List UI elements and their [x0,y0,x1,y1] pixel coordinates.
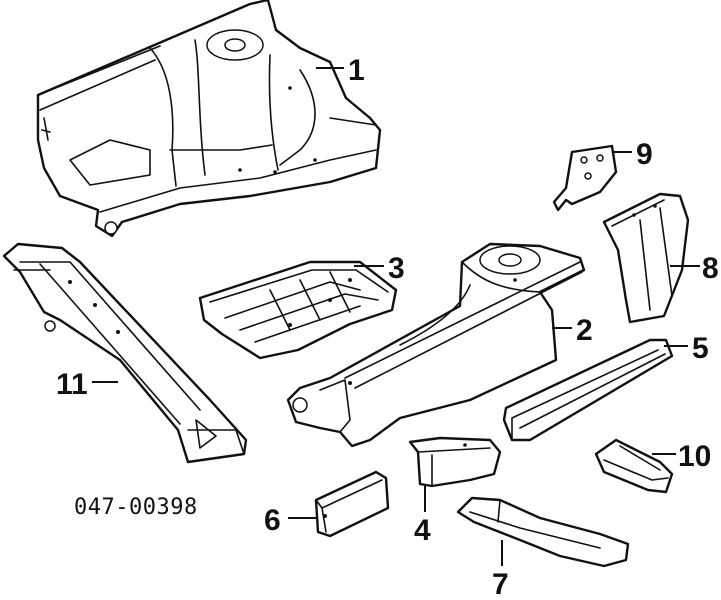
callout-2: 2 [576,314,593,347]
callout-1: 1 [348,54,365,87]
callout-4: 4 [414,514,431,547]
part-1-apron-strut-tower [36,0,382,238]
part-4-bracket [408,436,502,488]
part-2-frame-rail-strut [286,242,586,448]
part-11-cross-member [2,242,248,464]
part-10-clip [594,438,674,494]
part-7-lower-strip [456,496,630,568]
callout-8: 8 [702,252,719,285]
callout-labels: 1 2 3 4 5 6 7 8 9 10 11 [56,54,719,600]
leader-lines [92,67,700,566]
callout-6: 6 [264,504,281,537]
part-3-support-tray [198,260,398,360]
callout-9: 9 [636,138,653,171]
callout-7: 7 [492,568,509,600]
part-5-channel-rail [502,338,674,442]
diagram-code: 047-00398 [74,495,198,520]
part-9-small-plate [552,144,618,212]
callout-5: 5 [692,332,709,365]
callout-11: 11 [56,368,88,401]
callout-10: 10 [678,440,711,473]
callout-3: 3 [388,252,405,285]
part-8-vertical-bracket [602,192,690,324]
part-6-block [314,470,390,538]
